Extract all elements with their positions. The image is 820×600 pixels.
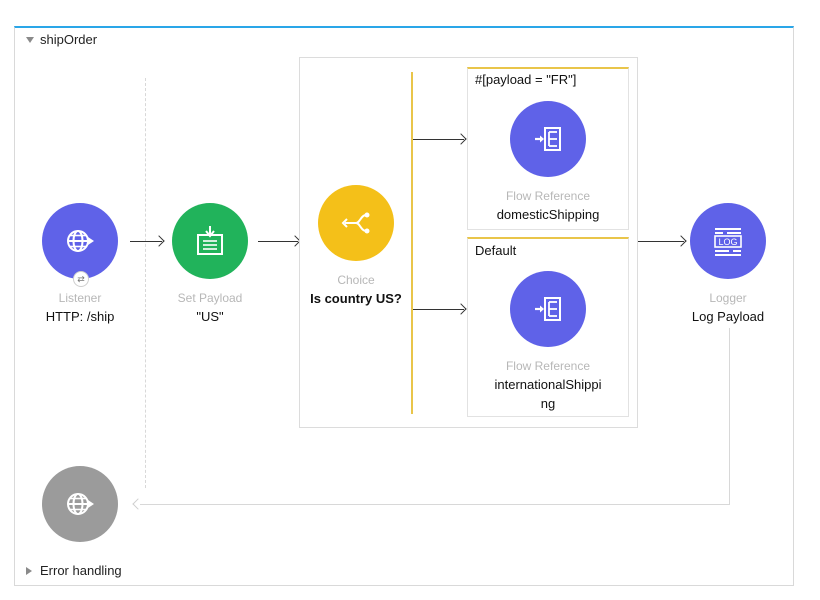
set-payload-node[interactable]: Set Payload "US" (160, 203, 260, 325)
flow-reference-domestic-node[interactable]: Flow Reference domesticShipping (488, 101, 608, 223)
flow-reference-icon (535, 297, 561, 321)
flow-reference-icon (535, 127, 561, 151)
set-payload-circle[interactable] (172, 203, 248, 279)
logger-type: Logger (709, 291, 747, 305)
arrow-to-default-route (413, 309, 464, 310)
listener-name: HTTP: /ship (45, 309, 115, 324)
source-response-node[interactable] (42, 466, 118, 542)
expand-triangle-icon[interactable] (26, 566, 32, 575)
flow-reference-international-name-line1: internationalShippi (494, 377, 602, 392)
flow-reference-international-name-line2: ng (540, 396, 556, 411)
globe-icon (67, 493, 94, 515)
listener-node[interactable]: Listener HTTP: /ship (30, 203, 130, 325)
error-handling-label: Error handling (40, 563, 122, 578)
logger-circle[interactable]: LOG (690, 203, 766, 279)
choice-name: Is country US? (310, 291, 402, 306)
arrow-listener-to-setpayload (130, 241, 162, 242)
when-route-label: #[payload = "FR"] (475, 72, 577, 87)
log-icon-text: LOG (718, 237, 737, 247)
set-payload-icon (197, 226, 223, 255)
set-payload-type: Set Payload (177, 291, 243, 305)
flow-reference-international-node[interactable]: Flow Reference internationalShippi ng (483, 271, 613, 412)
flow-reference-domestic-circle[interactable] (510, 101, 586, 177)
choice-node[interactable]: Choice Is country US? (306, 185, 406, 307)
collapse-triangle-icon[interactable] (26, 36, 34, 43)
choice-circle[interactable] (318, 185, 394, 261)
error-handling-toggle[interactable]: Error handling (26, 563, 122, 578)
set-payload-name: "US" (196, 309, 224, 324)
source-divider (145, 78, 146, 488)
source-response-circle[interactable] (42, 466, 118, 542)
response-badge-icon: ⇄ (73, 271, 89, 287)
flow-reference-domestic-name: domesticShipping (496, 207, 600, 222)
flow-reference-domestic-type: Flow Reference (505, 189, 591, 203)
choice-branch-icon (341, 212, 370, 234)
listener-type: Listener (58, 291, 102, 305)
arrow-to-domestic-route (413, 139, 464, 140)
logger-node[interactable]: LOG Logger Log Payload (678, 203, 778, 325)
default-route-label: Default (475, 243, 517, 258)
globe-icon (67, 230, 94, 252)
flow-name: shipOrder (40, 32, 98, 47)
response-return-path (140, 328, 730, 505)
arrow-setpayload-to-choice (258, 241, 298, 242)
flow-reference-international-circle[interactable] (510, 271, 586, 347)
flow-header[interactable]: shipOrder (26, 32, 97, 47)
logger-name: Log Payload (691, 309, 765, 324)
log-icon: LOG (714, 228, 742, 256)
choice-route-divider (411, 72, 413, 414)
listener-circle[interactable] (42, 203, 118, 279)
arrow-choice-to-logger (638, 241, 684, 242)
choice-type: Choice (337, 273, 375, 287)
flow-reference-international-type: Flow Reference (505, 359, 591, 373)
